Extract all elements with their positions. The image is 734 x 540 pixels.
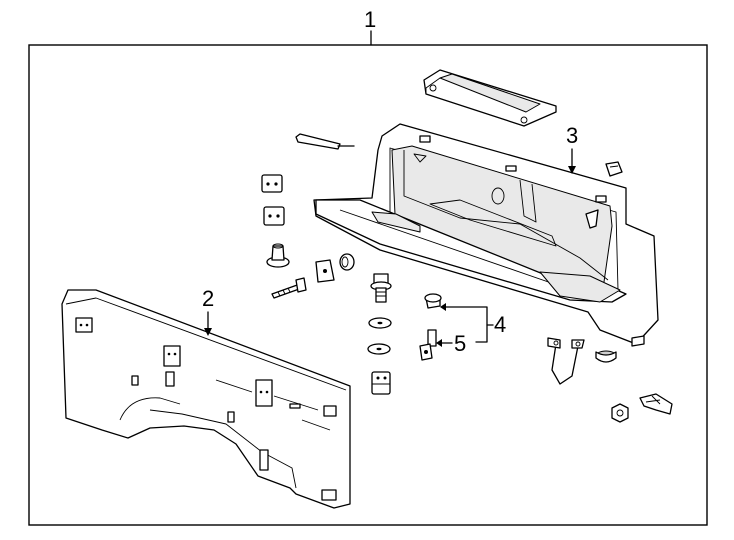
- outer-panel[interactable]: [61, 289, 351, 509]
- hex-nut[interactable]: [611, 403, 629, 423]
- support-cable[interactable]: [547, 337, 585, 385]
- bracket-clip[interactable]: [371, 371, 391, 395]
- washer-2[interactable]: [367, 343, 391, 355]
- top-tray[interactable]: [423, 69, 557, 127]
- retainer-2[interactable]: [263, 206, 285, 226]
- callout-1[interactable]: 1: [364, 7, 376, 46]
- callout-4-label: 4: [494, 312, 506, 337]
- retainer-1[interactable]: [261, 174, 283, 193]
- callout-5-label: 5: [454, 331, 466, 356]
- square-nut[interactable]: [315, 259, 335, 283]
- latch-bracket[interactable]: [639, 393, 673, 415]
- callout-2[interactable]: 2: [202, 286, 214, 336]
- round-cap[interactable]: [339, 253, 355, 271]
- inner-panel[interactable]: [313, 123, 659, 347]
- callout-2-label: 2: [202, 286, 214, 311]
- release-rod[interactable]: [295, 133, 355, 150]
- callout-4[interactable]: 4: [440, 303, 506, 343]
- flange-bolt[interactable]: [370, 273, 392, 303]
- callout-3[interactable]: 3: [566, 123, 578, 174]
- clip-right[interactable]: [605, 161, 623, 177]
- diagram-frame: [28, 44, 708, 526]
- washer-1[interactable]: [368, 317, 392, 329]
- round-plug[interactable]: [595, 350, 617, 363]
- callout-1-label: 1: [364, 7, 376, 32]
- striker-part[interactable]: [424, 293, 442, 309]
- callout-5[interactable]: 5: [436, 331, 466, 356]
- bolt-long[interactable]: [271, 277, 307, 299]
- push-pin[interactable]: [266, 243, 290, 268]
- hinge-pin[interactable]: [419, 329, 437, 361]
- callout-3-label: 3: [566, 123, 578, 148]
